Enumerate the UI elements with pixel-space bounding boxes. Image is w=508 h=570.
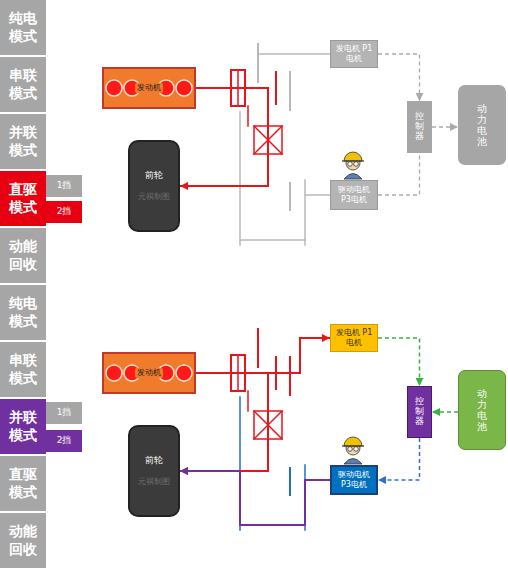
motor-box: 驱动电机 P3电机 (330, 180, 378, 210)
node-label: 发电机 P1电机 (333, 44, 375, 64)
motor-shaft (305, 194, 330, 196)
node-label: 并联 模式 (2, 124, 44, 159)
engine-box: 发动机 (102, 352, 196, 394)
signal-line (378, 338, 420, 386)
node-label: 1挡 (57, 407, 72, 418)
worker-body (344, 459, 362, 465)
signal-line (378, 438, 420, 480)
node-label: 直驱 模式 (2, 466, 44, 501)
worker-icon (342, 437, 364, 464)
watermark-text: 元祺制图 (138, 192, 170, 202)
node-label: 纯电 模式 (2, 295, 44, 330)
node-label: 动力电池 (477, 103, 487, 147)
node-label: 2挡 (57, 206, 72, 217)
generator-box: 发电机 P1电机 (330, 324, 378, 352)
controller-box: 控制器 (407, 101, 432, 153)
node-label: 直驱 模式 (2, 181, 44, 216)
generator-shaft (258, 53, 330, 55)
output-shaft (247, 106, 249, 126)
power-flow (196, 338, 330, 373)
gear-button: 1挡 (46, 175, 82, 197)
battery-box: 动力电池 (458, 370, 506, 450)
node-label: 控制器 (415, 397, 424, 427)
gear-button: 1挡 (46, 402, 82, 424)
node-label: 发电机 P1电机 (333, 328, 375, 348)
signal-line (378, 54, 420, 101)
motor-shaft (239, 112, 241, 245)
generator-gear (257, 44, 259, 82)
node-label: 1挡 (57, 180, 72, 191)
watermark-text: 元祺制图 (138, 477, 170, 487)
cylinder (176, 365, 192, 381)
cylinder (106, 365, 122, 381)
signal-line (432, 126, 458, 127)
node-label: 串联 模式 (2, 67, 44, 102)
generator-gear (257, 329, 259, 367)
node-label: 发动机 (135, 368, 163, 378)
engine-box: 发动机 (102, 67, 196, 109)
output-shaft (247, 391, 249, 411)
worker-helmet-brim (342, 445, 364, 446)
idler-gear (289, 357, 291, 395)
worker-helmet-brim (342, 160, 364, 161)
mode-tab: 动能 回收 (0, 513, 46, 568)
node-label: 并联 模式 (2, 409, 44, 444)
gear-button-active: 2挡 (46, 430, 82, 452)
motor-box: 驱动电机 P3电机 (330, 465, 378, 495)
node-label: 纯电 模式 (2, 10, 44, 45)
mode-tab: 直驱 模式 (0, 456, 46, 511)
mode-tab: 并联 模式 (0, 114, 46, 169)
motor-gear (304, 180, 306, 245)
worker-helmet (344, 152, 362, 161)
idler-gear (289, 72, 291, 110)
mode-tab: 串联 模式 (0, 342, 46, 397)
wheel-box: 前轮元祺制图 (128, 425, 180, 517)
cylinder (106, 80, 122, 96)
node-label: 动能 回收 (2, 238, 44, 273)
node-label: 前轮 (145, 170, 163, 181)
power-flow (180, 471, 330, 525)
motor-shaft (240, 239, 305, 241)
mode-tab-active: 并联 模式 (0, 399, 46, 454)
motor-gear (289, 183, 291, 210)
mode-tab: 纯电 模式 (0, 285, 46, 340)
gear-button-active: 2挡 (46, 201, 82, 223)
node-label: 前轮 (145, 455, 163, 466)
worker-body (344, 174, 362, 180)
mode-tab-active: 直驱 模式 (0, 171, 46, 226)
signal-line (432, 411, 458, 413)
node-label: 发动机 (135, 83, 163, 93)
node-label: 控制器 (415, 112, 424, 142)
worker-glasses (354, 162, 359, 167)
wheel-box: 前轮元祺制图 (128, 140, 180, 232)
controller-box: 控制器 (407, 386, 432, 438)
node-label: 驱动电机 P3电机 (333, 185, 375, 205)
worker-glasses (348, 162, 353, 167)
cylinder (176, 80, 192, 96)
generator-box: 发电机 P1电机 (330, 40, 378, 68)
worker-helmet (344, 437, 362, 446)
input-gear (275, 72, 277, 104)
battery-box: 动力电池 (458, 85, 506, 165)
node-label: 动能 回收 (2, 523, 44, 558)
motor-gear (289, 468, 291, 495)
mode-tab: 串联 模式 (0, 57, 46, 112)
worker-glasses (354, 447, 359, 452)
worker-glasses (348, 447, 353, 452)
node-label: 2挡 (57, 435, 72, 446)
node-label: 动力电池 (477, 388, 487, 432)
node-label: 驱动电机 P3电机 (334, 470, 374, 490)
mode-tab: 动能 回收 (0, 228, 46, 283)
mode-tab: 纯电 模式 (0, 0, 46, 55)
signal-line (378, 153, 420, 195)
node-label: 串联 模式 (2, 352, 44, 387)
worker-icon (342, 152, 364, 179)
